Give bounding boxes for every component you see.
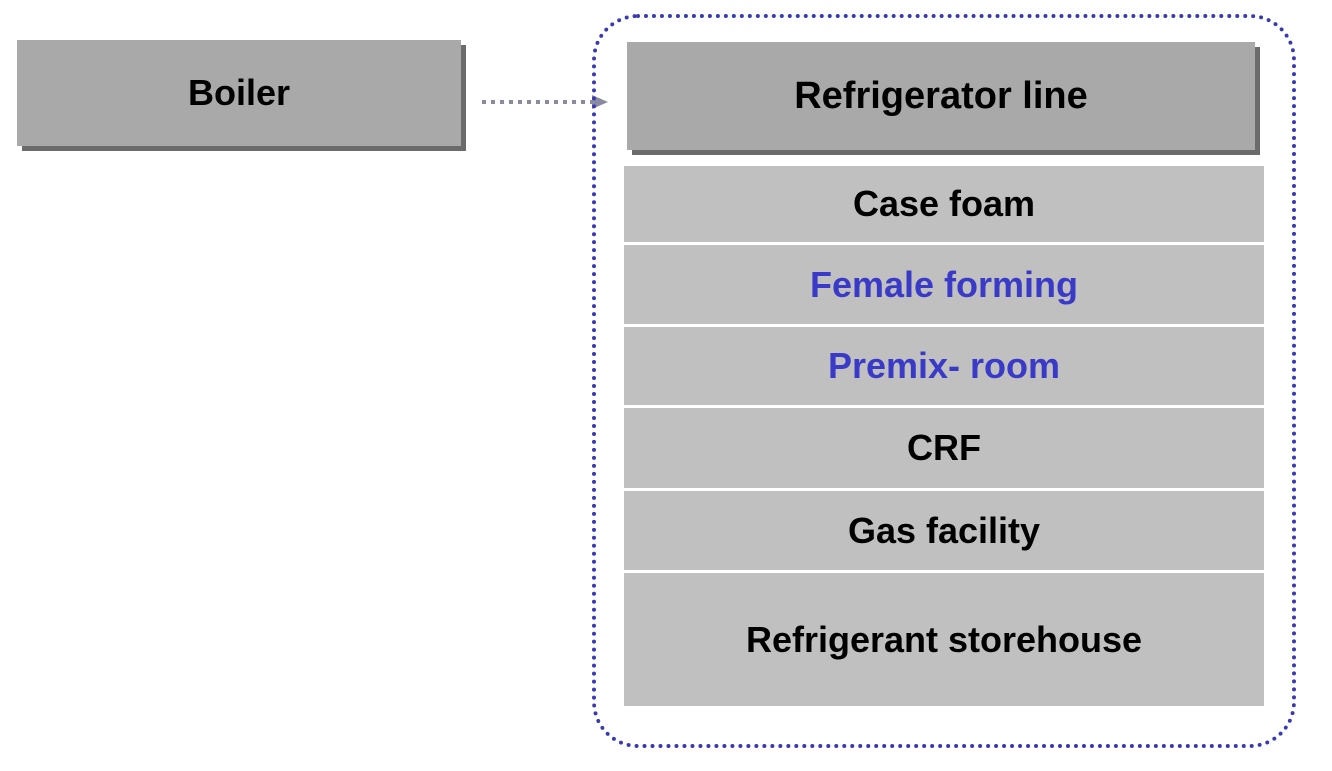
boiler-box: Boiler	[17, 40, 461, 146]
refrigerator-line-header: Refrigerator line	[627, 42, 1255, 150]
step-label: Female forming	[809, 263, 1079, 305]
step-crf: CRF	[624, 408, 1264, 491]
step-label: Gas facility	[847, 509, 1041, 551]
step-label: Case foam	[852, 183, 1036, 224]
step-refrigerant-storehouse: Refrigerant storehouse	[624, 573, 1264, 706]
step-label: CRF	[907, 427, 981, 468]
step-female-forming: Female forming	[624, 245, 1264, 327]
step-case-foam: Case foam	[624, 166, 1264, 245]
step-label: Refrigerant storehouse	[745, 618, 1143, 660]
boiler-label: Boiler	[187, 72, 291, 113]
connector-arrowhead-icon	[592, 95, 608, 109]
dotted-arrow-connector	[482, 95, 608, 109]
step-gas-facility: Gas facility	[624, 491, 1264, 573]
refrigerator-line-label: Refrigerator line	[794, 74, 1088, 117]
step-label: Premix- room	[827, 345, 1061, 386]
refrigerator-line-steps: Case foam Female forming Premix- room CR…	[624, 166, 1264, 706]
step-premix-room: Premix- room	[624, 327, 1264, 408]
refrigerator-line-group	[592, 14, 1296, 748]
